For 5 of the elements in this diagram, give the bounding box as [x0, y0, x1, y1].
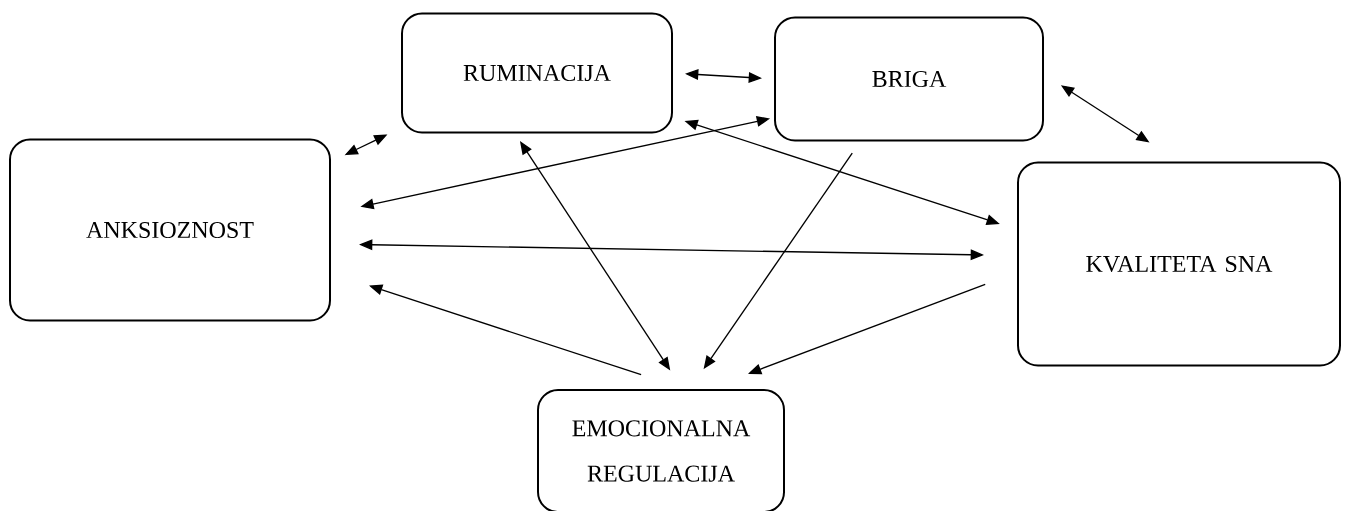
process-box: BRIGA — [774, 16, 1044, 142]
process-box: ANKSIOZNOST — [9, 138, 331, 322]
process-box: EMOCIONALNA REGULACIJA — [537, 389, 785, 511]
process-box: RUMINACIJA — [401, 12, 673, 134]
process-box: KVALITETA SNA — [1017, 161, 1341, 367]
